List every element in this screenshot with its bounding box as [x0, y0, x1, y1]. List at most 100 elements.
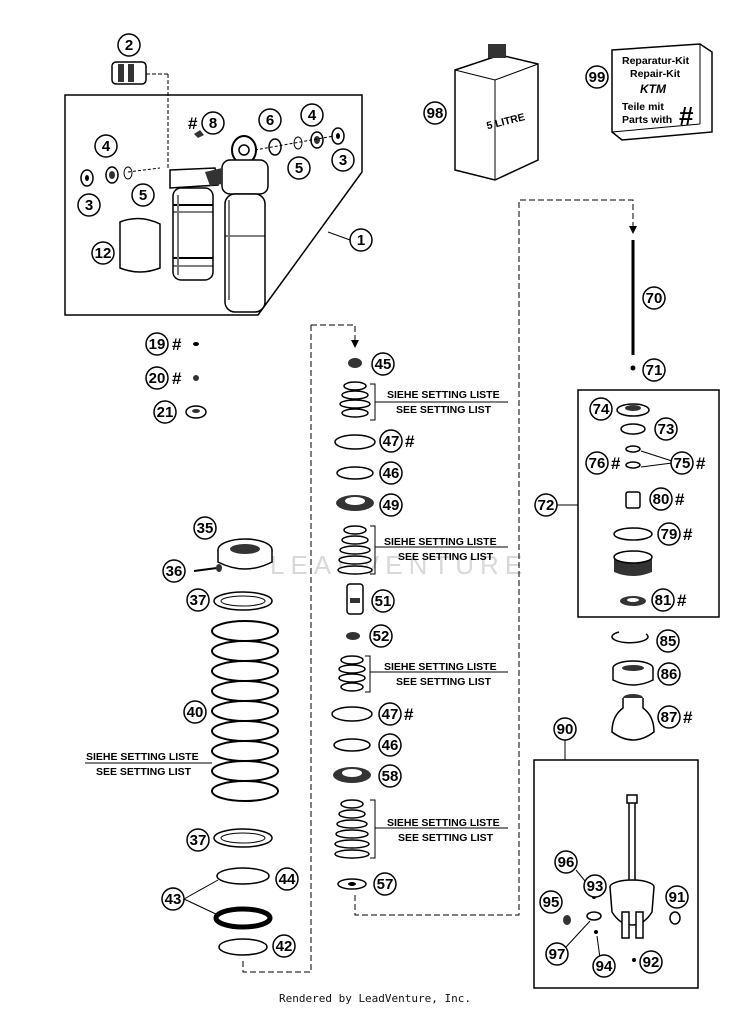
- svg-text:49: 49: [383, 497, 400, 514]
- watermark-text: LEADVENTURE: [270, 550, 528, 580]
- svg-text:98: 98: [427, 105, 444, 122]
- callout-2: 2: [117, 33, 141, 57]
- valve-part-2: [111, 61, 169, 170]
- assembly-frame: [64, 94, 363, 316]
- svg-text:21: 21: [157, 404, 174, 421]
- svg-text:40: 40: [187, 704, 204, 721]
- svg-text:SIEHE SETTING LISTE: SIEHE SETTING LISTE: [387, 817, 500, 829]
- svg-text:47: 47: [382, 706, 399, 723]
- svg-text:#: #: [683, 708, 693, 727]
- svg-text:74: 74: [593, 401, 610, 418]
- callout-97: 97: [545, 920, 591, 966]
- setting-note-4: SIEHE SETTING LISTE SEE SETTING LIST: [370, 799, 508, 859]
- callout-76: 76#: [585, 451, 621, 475]
- callout-73: 73: [654, 417, 678, 441]
- svg-text:#: #: [696, 454, 706, 473]
- tiny-part-8: [194, 130, 204, 138]
- svg-text:3: 3: [339, 152, 347, 169]
- callout-99: 99: [585, 65, 609, 89]
- svg-text:72: 72: [538, 497, 555, 514]
- subassembly-72-parts: [613, 403, 653, 606]
- svg-text:SIEHE SETTING LISTE: SIEHE SETTING LISTE: [387, 389, 500, 401]
- svg-text:4: 4: [308, 107, 317, 124]
- callout-70: 70: [642, 286, 666, 310]
- callout-46b: 46: [378, 733, 402, 757]
- callout-85: 85: [656, 629, 680, 653]
- callout-58: 58: [378, 764, 402, 788]
- svg-text:91: 91: [669, 889, 686, 906]
- small-parts-right: [254, 127, 345, 156]
- svg-text:1: 1: [357, 232, 365, 249]
- callout-95: 95: [539, 890, 563, 914]
- callout-1: 1: [327, 228, 373, 252]
- svg-text:42: 42: [276, 938, 293, 955]
- svg-text:73: 73: [658, 421, 675, 438]
- svg-text:46: 46: [382, 737, 399, 754]
- svg-text:90: 90: [557, 721, 574, 738]
- svg-text:#: #: [172, 335, 182, 354]
- svg-text:SIEHE SETTING LISTE: SIEHE SETTING LISTE: [384, 661, 497, 673]
- callout-71: 71: [642, 358, 666, 382]
- callout-37a: 37: [186, 588, 210, 612]
- svg-text:19: 19: [149, 336, 166, 353]
- svg-text:5: 5: [139, 187, 147, 204]
- svg-text:47: 47: [383, 433, 400, 450]
- svg-text:76: 76: [589, 455, 606, 472]
- svg-text:SIEHE SETTING LISTE: SIEHE SETTING LISTE: [86, 751, 199, 763]
- svg-text:57: 57: [377, 876, 394, 893]
- svg-text:6: 6: [266, 112, 274, 129]
- callout-12: 12: [91, 241, 115, 265]
- callout-3a: 3: [77, 193, 101, 217]
- svg-text:58: 58: [382, 768, 399, 785]
- svg-text:95: 95: [543, 894, 560, 911]
- svg-text:Reparatur-Kit: Reparatur-Kit: [622, 55, 690, 67]
- svg-text:Teile mit: Teile mit: [622, 101, 664, 113]
- svg-text:#: #: [405, 432, 415, 451]
- svg-text:93: 93: [587, 878, 604, 895]
- svg-text:SEE SETTING LIST: SEE SETTING LIST: [398, 551, 494, 563]
- svg-text:81: 81: [655, 592, 672, 609]
- svg-text:#: #: [404, 705, 414, 724]
- callout-75: 75#: [640, 450, 706, 475]
- callout-94: 94: [592, 935, 616, 978]
- svg-text:96: 96: [558, 854, 575, 871]
- center-column-parts: [331, 358, 376, 890]
- callout-74: 74: [589, 397, 613, 421]
- shock-assembly-group: [64, 61, 363, 316]
- callout-21: 21: [153, 400, 207, 424]
- svg-text:43: 43: [165, 891, 182, 908]
- svg-text:52: 52: [373, 628, 390, 645]
- callout-92: 92: [639, 950, 663, 974]
- callout-72: 72: [534, 493, 578, 517]
- svg-text:SIEHE SETTING LISTE: SIEHE SETTING LISTE: [384, 536, 497, 548]
- subassembly-90-frame: [533, 759, 699, 989]
- svg-text:#: #: [679, 101, 694, 131]
- callout-5a: 5: [131, 183, 155, 207]
- sleeve-part-12: [119, 217, 161, 273]
- credit-footer: Rendered by LeadVenture, Inc.: [278, 992, 472, 1005]
- svg-text:44: 44: [279, 871, 296, 888]
- svg-text:#: #: [188, 114, 198, 133]
- callout-44: 44: [275, 867, 299, 891]
- callout-19: 19 #: [145, 332, 199, 356]
- callout-43: 43: [161, 879, 219, 916]
- oil-can: 5 LITRE: [454, 44, 539, 181]
- subassembly-72-frame: [577, 389, 720, 618]
- svg-text:87: 87: [661, 709, 678, 726]
- svg-text:99: 99: [589, 69, 606, 86]
- svg-text:8: 8: [209, 115, 217, 132]
- svg-text:Repair-Kit: Repair-Kit: [630, 68, 681, 80]
- callout-8: #8: [188, 111, 225, 135]
- svg-text:37: 37: [190, 592, 207, 609]
- callout-6: 6: [258, 108, 282, 132]
- svg-text:Parts with: Parts with: [622, 114, 672, 126]
- callout-81: 81#: [651, 588, 687, 612]
- callout-4a: 4: [94, 134, 118, 158]
- svg-text:12: 12: [95, 245, 112, 262]
- svg-text:37: 37: [190, 832, 207, 849]
- svg-text:SEE SETTING LIST: SEE SETTING LIST: [396, 676, 492, 688]
- setting-note-1: SIEHE SETTING LISTE SEE SETTING LIST: [370, 383, 508, 421]
- callout-5b: 5: [287, 156, 311, 180]
- svg-text:94: 94: [596, 958, 613, 975]
